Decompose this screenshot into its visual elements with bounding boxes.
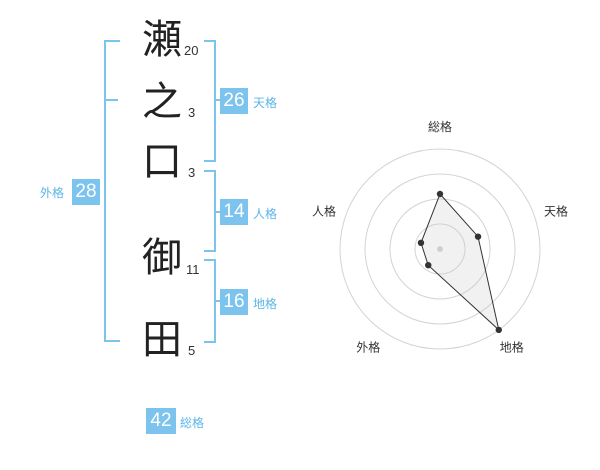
gaikaku-value: 28 [72,179,100,205]
radar-axis-label-1: 総格 [428,119,452,134]
chikaku-label: 地格 [253,297,278,311]
radar-center-dot [437,246,443,252]
soukaku-value: 42 [146,408,176,434]
jinkaku-bracket-tick [214,211,222,213]
tenkaku-bracket [204,40,216,162]
radar-axis-label-3: 地格 [500,340,524,355]
radar-grid-ring-2 [389,198,491,300]
stroke-count-5: 5 [188,343,196,358]
tenkaku-label: 天格 [253,96,278,110]
name-char-4: 御 [142,235,182,281]
radar-point-3 [495,326,502,334]
jinkaku-label: 人格 [253,207,278,221]
stroke-count-3: 3 [188,165,196,180]
radar-axis-label-4: 外格 [356,340,380,355]
stroke-count-2: 3 [188,105,196,120]
radar-grid-ring-1 [414,223,466,275]
radar-point-2 [474,233,482,240]
radar-point-1 [436,190,444,198]
name-char-1: 瀬 [142,17,182,63]
name-char-3: 口 [142,139,182,185]
radar-point-4 [425,261,432,269]
radar-point-5 [417,239,425,247]
radar-axis-label-2: 天格 [544,203,568,218]
gaikaku-bracket-tick [106,99,118,101]
stroke-count-4: 11 [186,262,200,277]
radar-axis-label-5: 人格 [312,203,336,218]
chikaku-bracket-tick [214,300,222,302]
gaikaku-label: 外格 [40,186,65,200]
name-char-2: 之 [142,79,182,125]
chikaku-value: 16 [220,289,248,315]
jinkaku-value: 14 [220,199,248,225]
radar-grid-ring-3 [364,173,516,325]
gaikaku-bracket [104,40,120,342]
tenkaku-bracket-tick [214,99,222,101]
tenkaku-value: 26 [220,88,248,114]
radar-data-polygon [420,193,500,332]
radar-grid-ring-4 [339,148,541,350]
name-char-5: 田 [142,317,182,363]
soukaku-label: 総格 [180,416,205,430]
stroke-count-1: 20 [184,43,199,58]
